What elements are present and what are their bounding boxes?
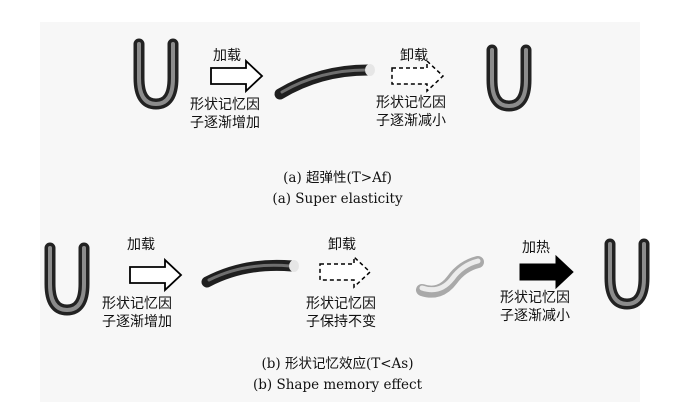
unloading-label: 卸载 [328, 237, 356, 253]
note-line: 子逐渐减小 [500, 308, 570, 324]
note-line: 形状记忆因 [500, 290, 570, 306]
caption-a-en: (a) Super elasticity [272, 191, 403, 207]
straight-wire-icon [274, 64, 375, 100]
loading-label: 加载 [127, 237, 155, 253]
caption-b-zh: (b) 形状记忆效应(T<As) [261, 356, 414, 372]
outline-arrow-icon [129, 257, 183, 293]
note-line: 子保持不变 [306, 314, 376, 330]
caption-a-zh: (a) 超弹性(T>Af) [283, 170, 392, 186]
u-wire-icon [486, 44, 532, 112]
loading-label: 加载 [213, 48, 241, 64]
outline-arrow-icon [210, 58, 264, 94]
caption-b-en: (b) Shape memory effect [252, 377, 423, 393]
note-line: 形状记忆因 [102, 296, 172, 312]
solid-arrow-icon [519, 254, 574, 290]
note-line: 子逐渐减小 [376, 113, 446, 129]
dashed-arrow-icon [319, 255, 372, 289]
u-wire-icon [133, 38, 179, 110]
note-line: 形状记忆因 [376, 95, 446, 111]
note-line: 子逐渐增加 [102, 314, 172, 330]
heating-label: 加热 [522, 240, 550, 256]
deformed-wire-icon [416, 256, 484, 298]
dashed-arrow-icon [391, 59, 445, 93]
note-line: 子逐渐增加 [190, 115, 260, 131]
u-wire-icon [604, 238, 650, 310]
note-line: 形状记忆因 [306, 296, 376, 312]
note-line: 形状记忆因 [190, 97, 260, 113]
unloading-label: 卸载 [400, 48, 428, 64]
straight-wire-icon [201, 259, 299, 288]
u-wire-icon [44, 242, 90, 316]
